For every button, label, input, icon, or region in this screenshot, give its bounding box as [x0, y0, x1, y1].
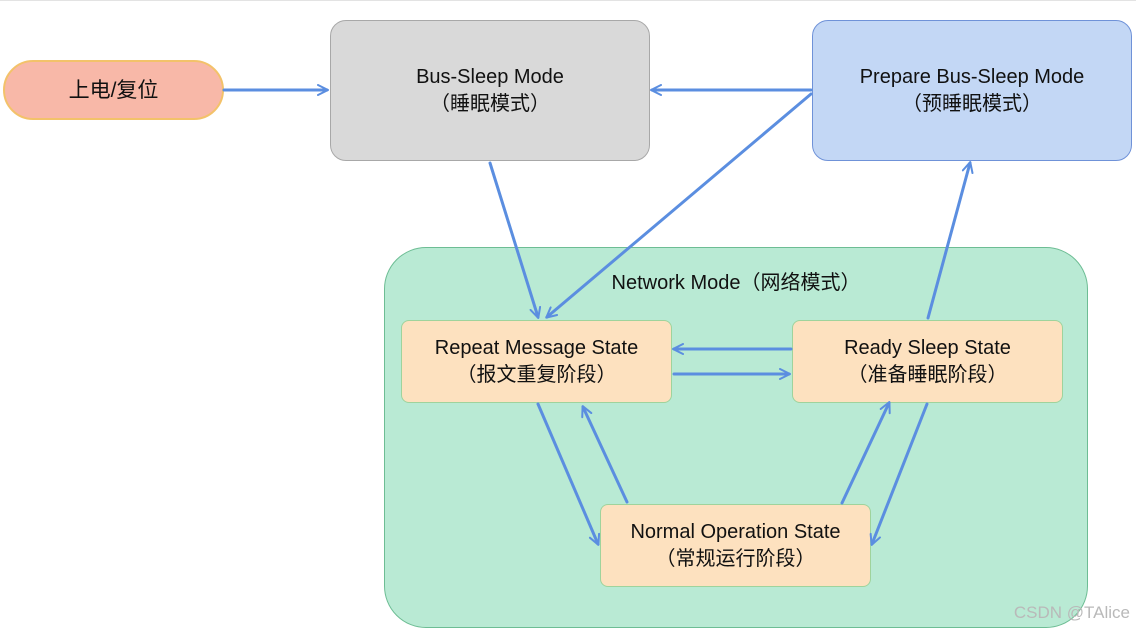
prepare-bus-sleep-mode-subtitle: （预睡眠模式）: [902, 92, 1042, 115]
repeat-message-state-title: Repeat Message State: [434, 336, 639, 359]
power-on-reset-node: 上电/复位: [3, 60, 224, 120]
bus-sleep-mode-subtitle: （睡眠模式）: [430, 92, 550, 115]
prepare-bus-sleep-mode-title: Prepare Bus-Sleep Mode: [859, 65, 1085, 88]
arrow-normal-operation-to-repeat-message: [581, 405, 629, 504]
ready-sleep-state-node: Ready Sleep State （准备睡眠阶段）: [792, 320, 1063, 403]
bus-sleep-mode-title: Bus-Sleep Mode: [416, 65, 564, 88]
power-on-reset-label: 上电/复位: [68, 78, 159, 102]
csdn-watermark: CSDN @TAlice: [1013, 603, 1130, 622]
arrow-ready-sleep-to-prepare-bus-sleep: [926, 161, 974, 320]
top-divider: [0, 0, 1136, 1]
arrow-ready-sleep-to-normal-operation: [869, 402, 929, 546]
arrow-bus-sleep-to-repeat-message: [488, 161, 542, 319]
ready-sleep-state-subtitle: （准备睡眠阶段）: [847, 363, 1008, 386]
arrow-prepare-bus-sleep-to-repeat-message: [545, 92, 813, 319]
network-mode-label: Network Mode（网络模式）: [611, 272, 861, 294]
arrow-normal-operation-to-ready-sleep: [840, 401, 891, 505]
prepare-bus-sleep-mode-node: Prepare Bus-Sleep Mode （预睡眠模式）: [812, 20, 1132, 161]
normal-operation-state-node: Normal Operation State （常规运行阶段）: [600, 504, 871, 587]
normal-operation-state-subtitle: （常规运行阶段）: [655, 547, 816, 570]
repeat-message-state-node: Repeat Message State （报文重复阶段）: [401, 320, 672, 403]
repeat-message-state-subtitle: （报文重复阶段）: [456, 363, 617, 386]
arrow-repeat-message-to-normal-operation: [536, 402, 601, 546]
ready-sleep-state-title: Ready Sleep State: [844, 336, 1011, 359]
normal-operation-state-title: Normal Operation State: [630, 520, 841, 543]
bus-sleep-mode-node: Bus-Sleep Mode （睡眠模式）: [330, 20, 650, 161]
